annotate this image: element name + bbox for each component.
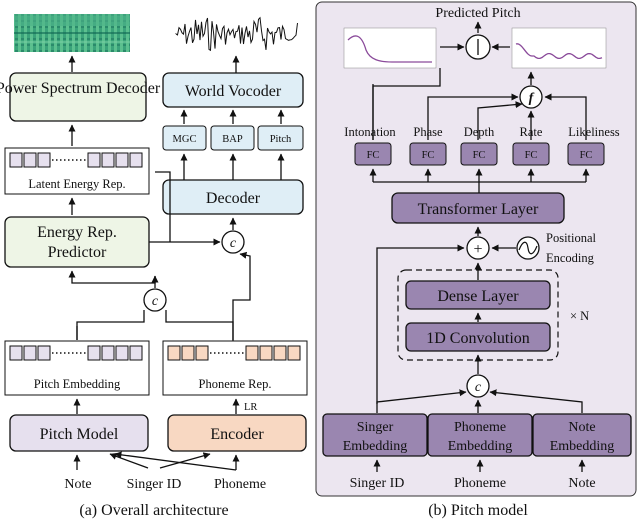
transformer-layer-box: Transformer Layer	[391, 192, 565, 224]
world-vocoder-box: World Vocoder	[162, 72, 304, 108]
fc-likeliness: FC	[580, 150, 593, 161]
intonation-curve-image	[343, 27, 437, 69]
head-rate-label: Rate	[520, 125, 543, 139]
singer-embedding-line2: Embedding	[343, 439, 408, 454]
head-depth-label: Depth	[464, 125, 495, 139]
vocoder-features: MGC BAP Pitch	[162, 125, 304, 151]
world-vocoder-label: World Vocoder	[185, 83, 282, 100]
phoneme-embedding-line2: Embedding	[448, 439, 513, 454]
svg-text:c: c	[230, 236, 237, 251]
right-input-singer-id: Singer ID	[350, 476, 405, 491]
head-intonation-label: Intonation	[344, 125, 396, 139]
phoneme-embedding-box: Phoneme Embedding	[427, 413, 533, 457]
decoder-box: Decoder	[162, 179, 304, 215]
bap-label: BAP	[222, 134, 243, 145]
positional-encoding: Positional Encoding	[516, 231, 597, 265]
latent-energy-rep-label: Latent Energy Rep.	[28, 177, 125, 191]
left-input-singer-id: Singer ID	[127, 477, 182, 492]
pitch-embedding-label: Pitch Embedding	[34, 377, 121, 391]
fc-rate: FC	[525, 150, 538, 161]
combine-node	[465, 34, 491, 60]
phoneme-rep-box: Phoneme Rep.	[162, 340, 308, 396]
add-node: +	[466, 236, 490, 260]
concat-node-decoder: c	[221, 230, 245, 254]
conv1d-box: 1D Convolution	[405, 322, 551, 352]
pitch-model-box: Pitch Model	[9, 414, 149, 452]
note-embedding-line1: Note	[568, 420, 595, 435]
concat-node-right: c	[466, 374, 490, 398]
positional-encoding-line1: Positional	[546, 231, 597, 245]
svg-text:c: c	[152, 294, 159, 309]
predicted-pitch-label: Predicted Pitch	[435, 6, 520, 21]
phoneme-embedding-line1: Phoneme	[454, 420, 506, 435]
svg-text:c: c	[475, 380, 482, 395]
dense-layer-box: Dense Layer	[405, 280, 551, 310]
power-spectrum-decoder-label: Power Spectrum Decoder	[0, 80, 161, 97]
right-input-note: Note	[568, 476, 595, 491]
vibrato-curve-image	[511, 27, 607, 69]
energy-rep-predictor-box: Energy Rep. Predictor	[4, 216, 150, 268]
encoder-label: Encoder	[210, 426, 264, 443]
output-heads: Intonation Phase Depth Rate Likeliness F…	[344, 125, 620, 166]
phoneme-rep-label: Phoneme Rep.	[199, 377, 272, 391]
power-spectrum-decoder-box: Power Spectrum Decoder	[0, 72, 161, 122]
singer-embedding-box: Singer Embedding	[322, 413, 428, 457]
left-input-phoneme: Phoneme	[214, 477, 266, 492]
dense-layer-label: Dense Layer	[437, 288, 519, 305]
note-embedding-box: Note Embedding	[532, 413, 632, 457]
positional-encoding-line2: Encoding	[546, 251, 595, 265]
decoder-label: Decoder	[206, 190, 261, 207]
function-node: f	[519, 85, 543, 109]
right-input-phoneme: Phoneme	[454, 476, 506, 491]
fc-intonation: FC	[367, 150, 380, 161]
energy-rep-predictor-label-line2: Predictor	[48, 244, 107, 261]
head-phase-label: Phase	[413, 125, 443, 139]
pitch-model-label: Pitch Model	[40, 426, 119, 443]
pitch-feature-label: Pitch	[270, 134, 292, 145]
svg-text:f: f	[529, 91, 535, 106]
length-regulator-label: LR	[244, 402, 257, 413]
left-input-note: Note	[64, 477, 91, 492]
repeat-count-label: × N	[570, 309, 589, 323]
encoder-box: Encoder	[167, 414, 307, 452]
pitch-embedding-box: Pitch Embedding	[4, 340, 150, 396]
head-likeliness-label: Likeliness	[568, 125, 620, 139]
fc-phase: FC	[422, 150, 435, 161]
concat-node-left: c	[143, 288, 167, 312]
waveform-image	[175, 16, 298, 52]
energy-rep-predictor-label-line1: Energy Rep.	[37, 224, 117, 241]
latent-energy-rep-box: Latent Energy Rep.	[4, 147, 150, 195]
left-caption: (a) Overall architecture	[79, 502, 228, 519]
transformer-layer-label: Transformer Layer	[418, 201, 539, 218]
singer-embedding-line1: Singer	[357, 420, 394, 435]
fc-depth: FC	[473, 150, 486, 161]
svg-text:+: +	[473, 241, 482, 258]
spectrogram-image	[14, 14, 130, 52]
note-embedding-line2: Embedding	[550, 439, 615, 454]
right-caption: (b) Pitch model	[428, 502, 528, 519]
conv1d-label: 1D Convolution	[426, 330, 530, 347]
mgc-label: MGC	[173, 134, 197, 145]
